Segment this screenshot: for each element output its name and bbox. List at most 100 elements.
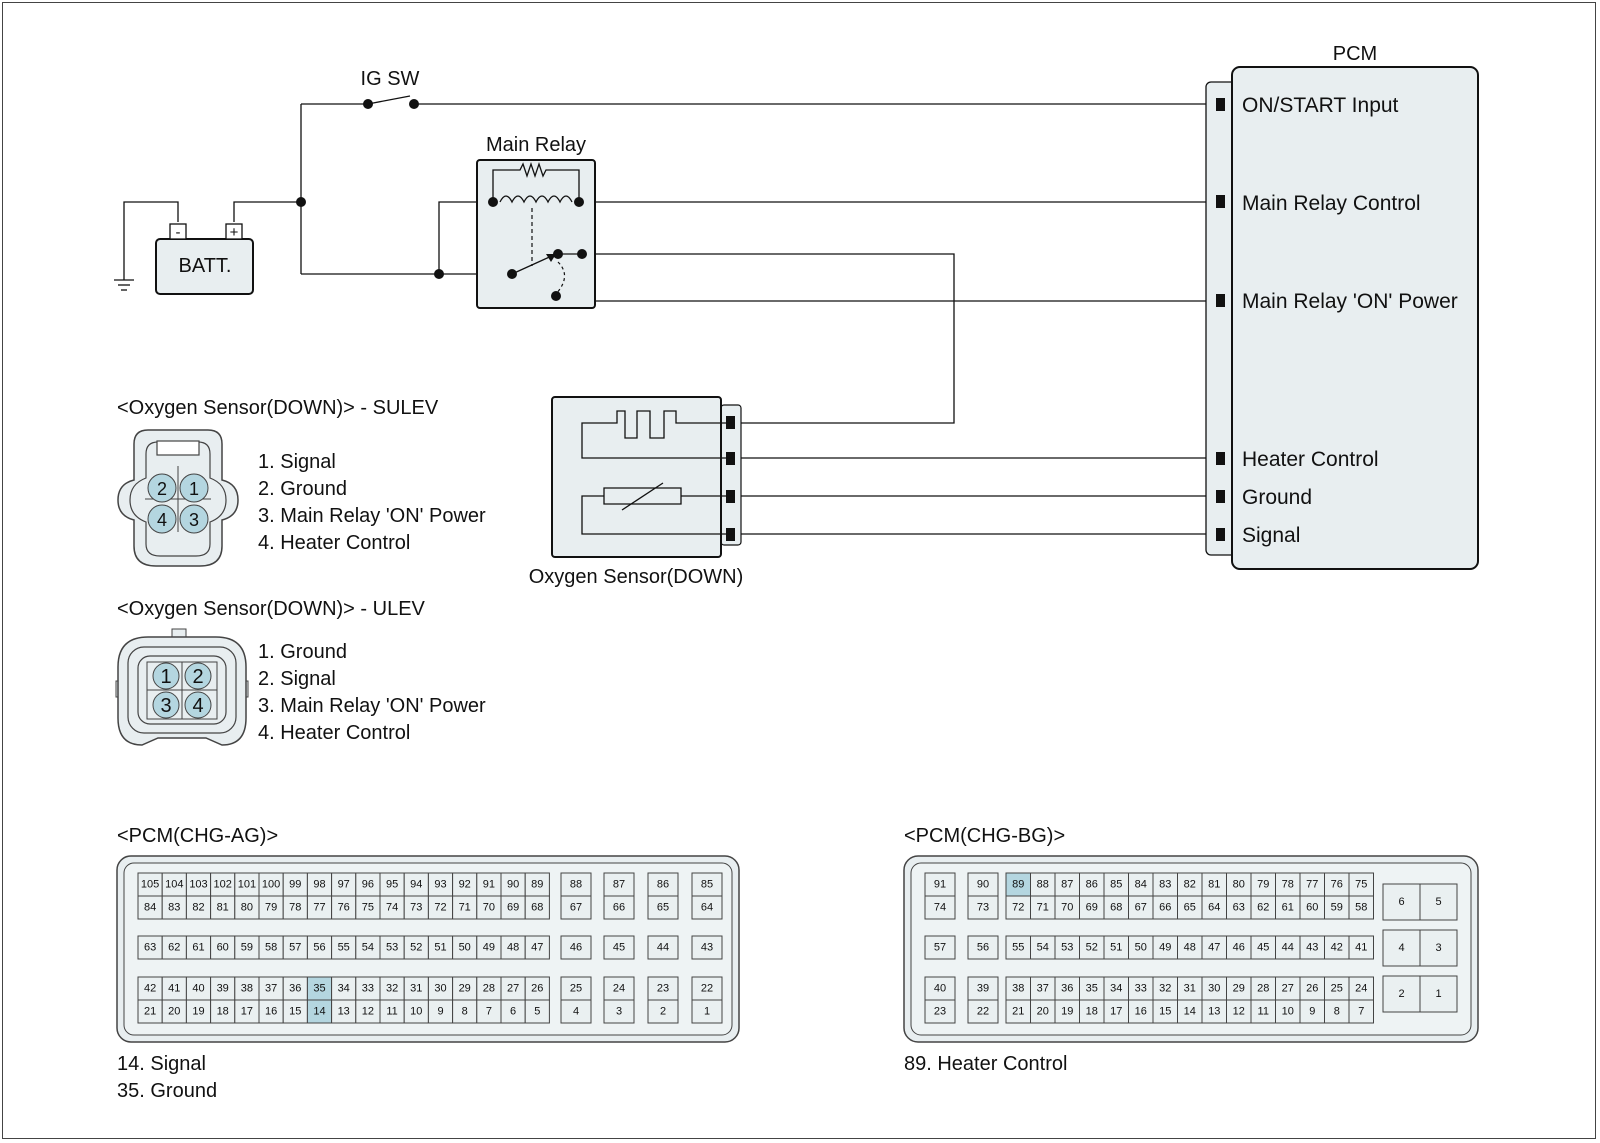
pin-number: 1 xyxy=(704,1006,710,1018)
pin-number: 14 xyxy=(1184,1006,1196,1018)
ulev-title: <Oxygen Sensor(DOWN)> - ULEV xyxy=(117,598,426,620)
pin-number: 37 xyxy=(1037,983,1049,995)
pin-number: 40 xyxy=(934,983,946,995)
pin-cell xyxy=(924,999,956,1024)
pin-number: 47 xyxy=(1208,942,1220,954)
pin-cell xyxy=(524,895,550,920)
pcm-terminal-signal: Signal xyxy=(1242,524,1300,547)
pin-number: 96 xyxy=(362,879,374,891)
pin-cell xyxy=(967,935,999,960)
pin-number: 48 xyxy=(1184,942,1196,954)
pcm-terminal-ground: Ground xyxy=(1242,486,1312,509)
pin-number: 11 xyxy=(386,1006,397,1018)
ulev-pin: 1 xyxy=(160,666,171,688)
pin-number: 53 xyxy=(386,942,398,954)
pin-number: 62 xyxy=(168,942,180,954)
pin-number: 20 xyxy=(1037,1006,1049,1018)
pin-number: 95 xyxy=(386,879,398,891)
battery: - + BATT. xyxy=(155,223,254,295)
pin-number: 3 xyxy=(616,1006,622,1018)
pin-number: 32 xyxy=(386,983,398,995)
pin-cell xyxy=(691,895,723,920)
pin-number: 51 xyxy=(1110,942,1122,954)
legend-line: 14. Signal xyxy=(117,1053,206,1075)
sulev-title: <Oxygen Sensor(DOWN)> - SULEV xyxy=(117,397,439,419)
pin-number: 75 xyxy=(362,902,374,914)
pin-number: 85 xyxy=(701,879,713,891)
pin-number: 18 xyxy=(1086,1006,1098,1018)
pin-cell xyxy=(603,935,635,960)
pin-number: 41 xyxy=(1355,942,1367,954)
pin-number: 25 xyxy=(570,983,582,995)
pin-number: 6 xyxy=(510,1006,516,1018)
pin-number: 67 xyxy=(1135,902,1147,914)
pin-cell xyxy=(647,935,679,960)
ignition-switch: IG SW xyxy=(361,68,420,109)
pin-number: 35 xyxy=(1086,983,1098,995)
pin-number: 52 xyxy=(1086,942,1098,954)
legend-line: 35. Ground xyxy=(117,1080,218,1102)
pin-number: 45 xyxy=(613,942,625,954)
pin-number: 87 xyxy=(1061,879,1073,891)
ig-switch-label: IG SW xyxy=(361,68,420,90)
pin-cell xyxy=(967,999,999,1024)
sulev-pin: 4 xyxy=(157,510,167,530)
pin-number: 43 xyxy=(1306,942,1318,954)
pin-number: 40 xyxy=(192,983,204,995)
pin-number: 89 xyxy=(1012,879,1024,891)
pin-number: 2 xyxy=(660,1006,666,1018)
pin-cell xyxy=(524,935,550,960)
pin-number: 74 xyxy=(386,902,398,914)
pin-number: 72 xyxy=(1012,902,1024,914)
pin-number: 100 xyxy=(262,879,280,891)
pin-number: 24 xyxy=(1355,983,1367,995)
pin-cell xyxy=(691,935,723,960)
pin-number: 76 xyxy=(338,902,350,914)
pin-number: 12 xyxy=(362,1006,374,1018)
pin-number: 65 xyxy=(657,902,669,914)
pin-number: 64 xyxy=(701,902,713,914)
pin-number: 87 xyxy=(613,879,625,891)
pin-number: 45 xyxy=(1257,942,1269,954)
pin-cell xyxy=(603,895,635,920)
pin-number: 59 xyxy=(241,942,253,954)
pin-number: 16 xyxy=(1135,1006,1147,1018)
pin-number: 78 xyxy=(289,902,301,914)
pin-cell xyxy=(1348,999,1374,1024)
pin-number: 73 xyxy=(410,902,422,914)
pin-number: 53 xyxy=(1061,942,1073,954)
pcm-ag-pin-legend: 14. Signal 35. Ground xyxy=(117,1051,217,1105)
pin-number: 61 xyxy=(1282,902,1294,914)
pin-cell xyxy=(967,895,999,920)
pin-number: 79 xyxy=(265,902,277,914)
pin-number: 57 xyxy=(289,942,301,954)
pin-number: 26 xyxy=(1306,983,1318,995)
pin-number: 90 xyxy=(507,879,519,891)
pin-number: 20 xyxy=(168,1006,180,1018)
pin-number: 99 xyxy=(289,879,301,891)
pin-number: 39 xyxy=(977,983,989,995)
pin-number: 69 xyxy=(1086,902,1098,914)
legend-line: 89. Heater Control xyxy=(904,1053,1068,1075)
pin-number: 70 xyxy=(1061,902,1073,914)
pin-number: 50 xyxy=(459,942,471,954)
legend-line: 1. Ground xyxy=(258,641,347,663)
pin-number: 8 xyxy=(1334,1006,1340,1018)
pin-number: 56 xyxy=(977,942,989,954)
pin-cell xyxy=(560,895,592,920)
pcm-bg-pin-legend: 89. Heater Control xyxy=(904,1051,1067,1078)
pin-number: 30 xyxy=(1208,983,1220,995)
pin-number: 31 xyxy=(410,983,422,995)
pin-number: 51 xyxy=(434,942,446,954)
ulev-pin: 2 xyxy=(192,666,203,688)
pin-number: 60 xyxy=(1306,902,1318,914)
pin-cell xyxy=(647,895,679,920)
pin-number: 102 xyxy=(214,879,232,891)
pin-number: 11 xyxy=(1258,1006,1269,1018)
pin-number: 16 xyxy=(265,1006,277,1018)
legend-line: 4. Heater Control xyxy=(258,532,411,554)
ulev-pin: 3 xyxy=(160,695,171,717)
pin-number: 75 xyxy=(1355,879,1367,891)
pin-number: 105 xyxy=(141,879,159,891)
pin-number: 49 xyxy=(483,942,495,954)
